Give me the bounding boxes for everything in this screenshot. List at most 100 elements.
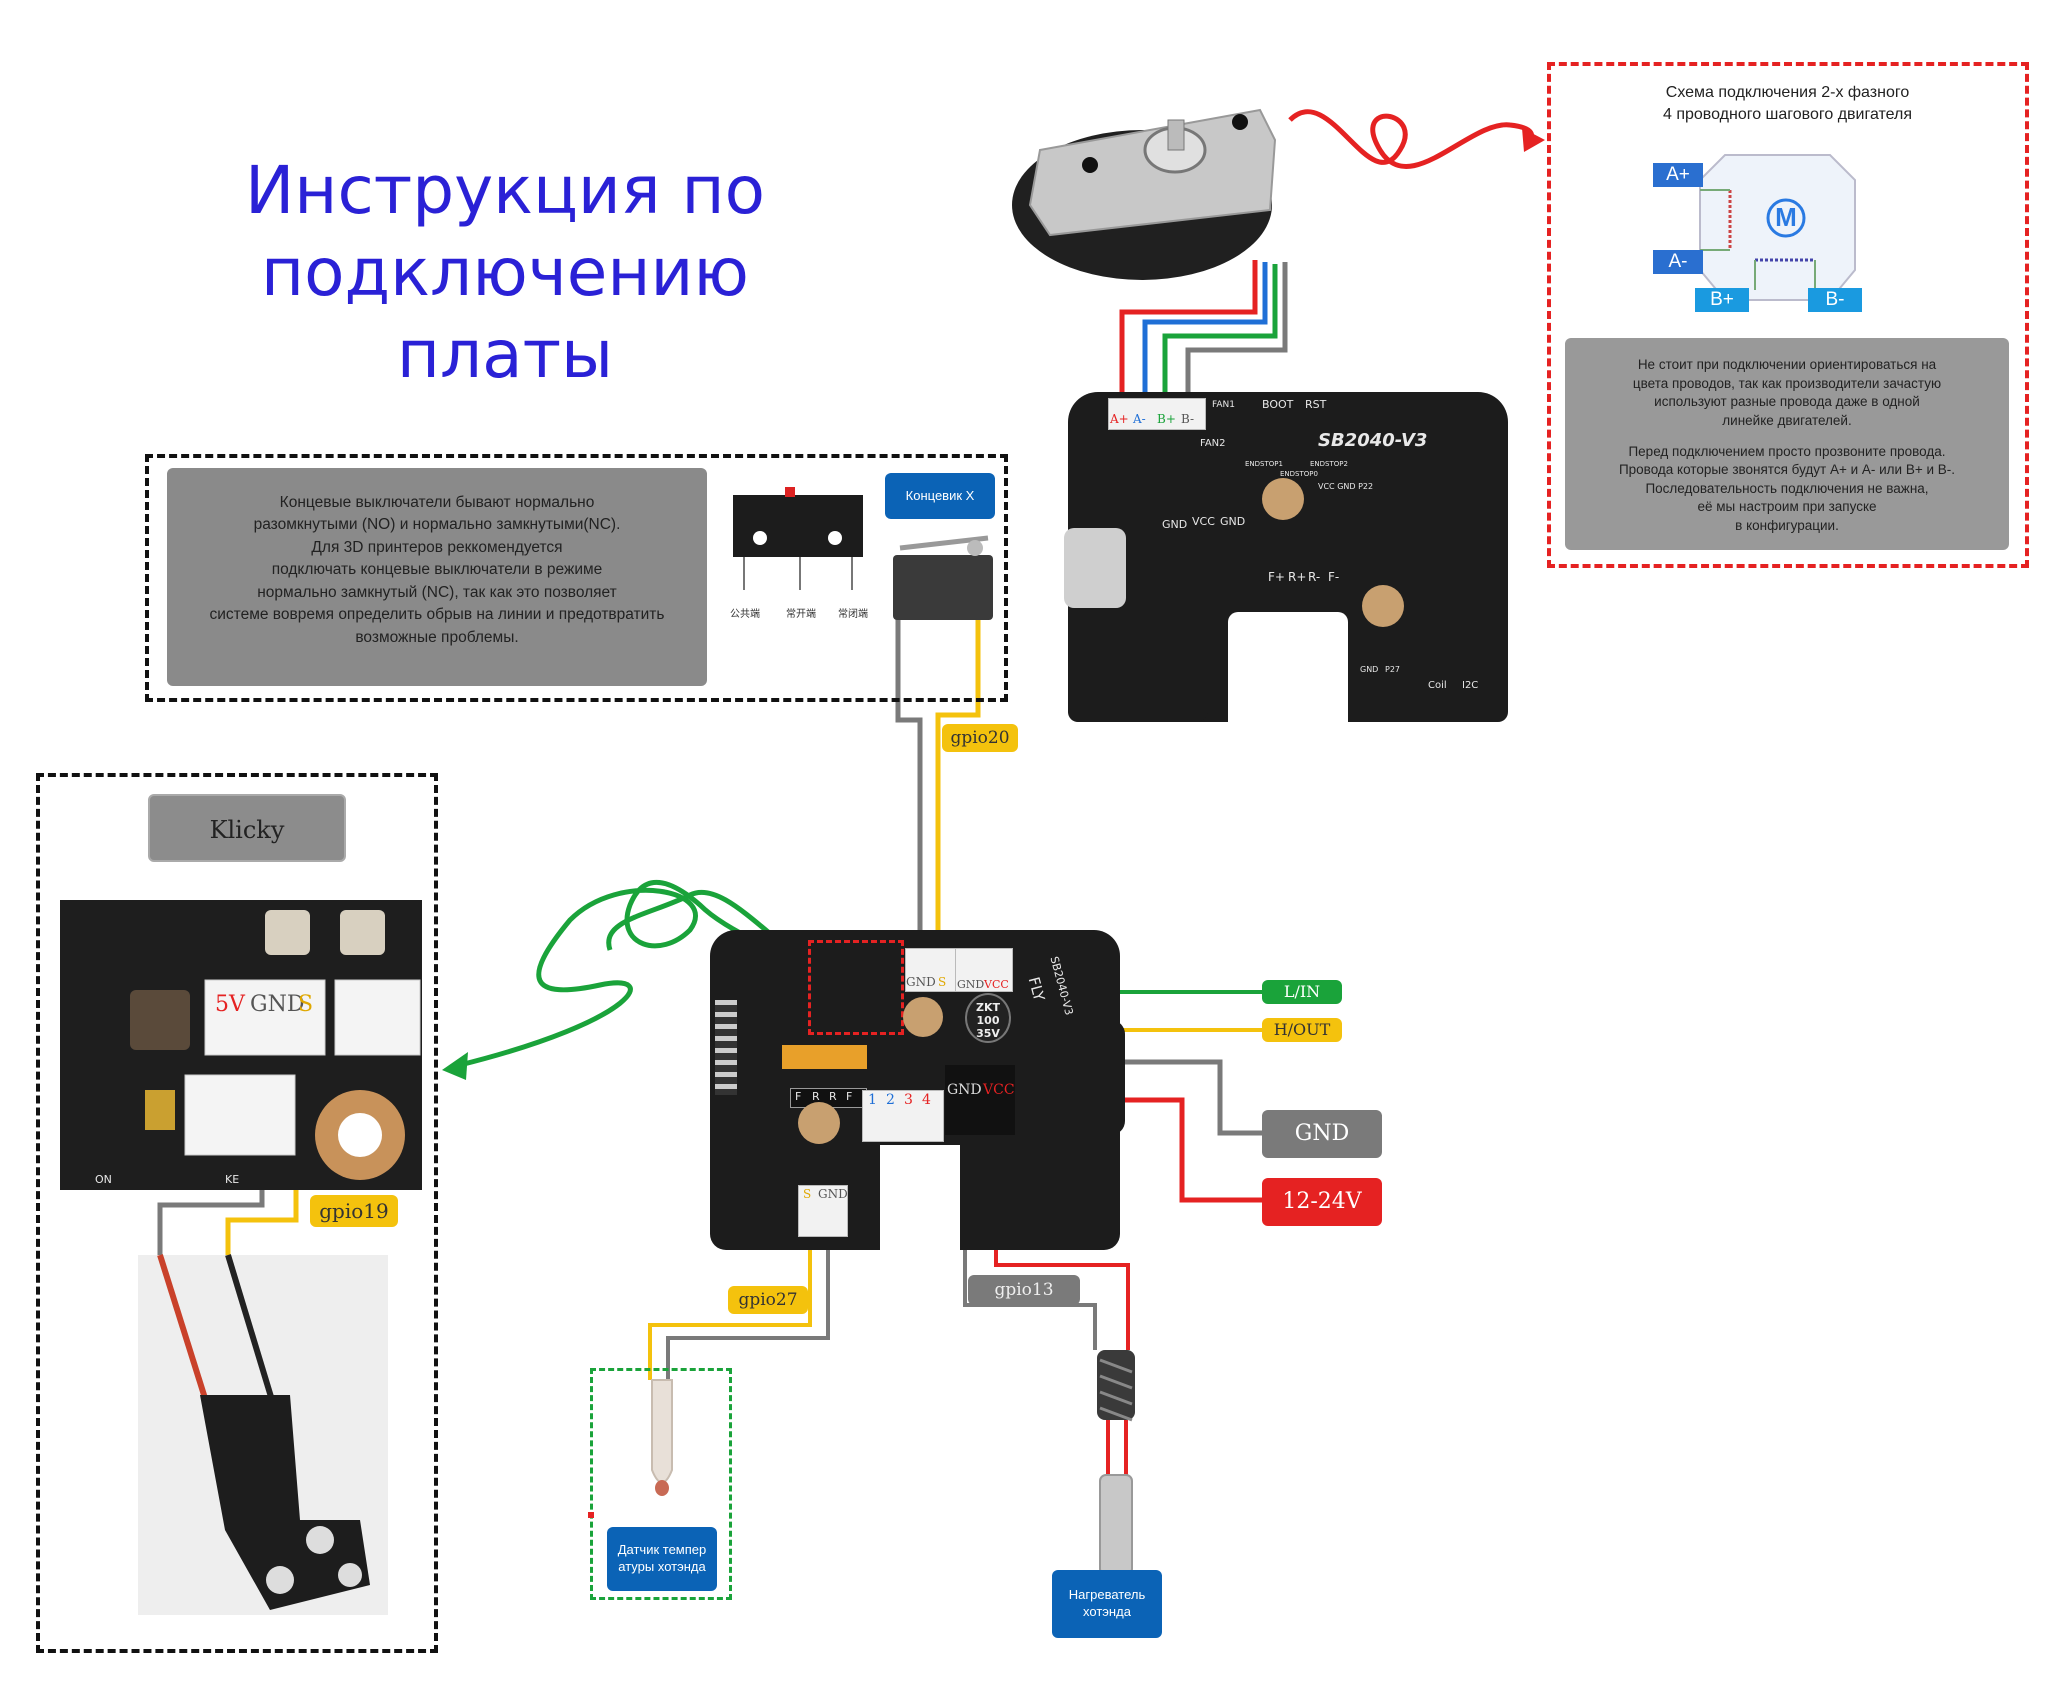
thermistor-label: Датчик темпер атуры хотэнда <box>607 1527 717 1591</box>
motor-wire-green <box>1162 264 1278 408</box>
stepper-schematic-panel <box>1547 62 2029 568</box>
main-fan-connector <box>955 948 1013 992</box>
main-motor-num-4: 4 <box>922 1092 931 1108</box>
main-board-hole-2 <box>903 997 943 1037</box>
cap-line: 35V <box>976 1027 1000 1040</box>
stepper-note-line: используют разные провода даже в одной <box>1654 394 1920 410</box>
top-board-name: SB2040-V3 <box>1318 430 1428 451</box>
endstop-note: Концевые выключатели бывают нормально ра… <box>167 468 707 686</box>
main-therm-pin-s: S <box>803 1187 812 1201</box>
top-silk-gnd-3: GND <box>1360 665 1379 674</box>
klicky-pin-s: S <box>298 992 314 1017</box>
main-fan-pin-vcc: VCC <box>984 978 1009 991</box>
top-silk-endstop2: ENDSTOP2 <box>1310 460 1348 468</box>
main-endstop-pin-s: S <box>938 975 947 989</box>
main-board-ear <box>1010 1020 1125 1135</box>
main-rgb-r-2: R <box>829 1090 837 1103</box>
thermistor-marker <box>588 1512 594 1518</box>
stepper-heading-line-2: 4 проводного шагового двигателя <box>1662 106 1913 124</box>
top-silk-boot: BOOT <box>1262 398 1294 411</box>
main-power-connector <box>945 1065 1015 1135</box>
main-motor-num-1: 1 <box>868 1092 877 1108</box>
gpio13-tag: gpio13 <box>968 1275 1080 1305</box>
top-motor-pin-b-minus: B- <box>1181 412 1195 426</box>
microswitch-photo-2 <box>893 555 993 620</box>
switch-terminal-no: 常开端 <box>786 609 816 620</box>
gpio19-tag: gpio19 <box>310 1195 398 1227</box>
klicky-silk-ke: KE <box>225 1173 240 1186</box>
page-title: Инструкция по подключению платы <box>0 150 1010 395</box>
stepper-note-line: цвета проводов, так как производители за… <box>1632 375 1942 391</box>
top-silk-gnd: GND <box>1162 518 1188 531</box>
main-board-header <box>715 1000 737 1095</box>
thermistor-panel <box>590 1368 732 1600</box>
endstop-note-line: разомкнутыми (NO) и нормально замкнутыми… <box>253 516 621 534</box>
main-power-pin-gnd: GND <box>947 1082 982 1098</box>
stepper-note-line: Перед подключением просто прозвоните про… <box>1628 443 1946 459</box>
main-power-pin-vcc: VCC <box>983 1082 1015 1098</box>
top-board-cutout <box>1228 612 1348 722</box>
top-silk-gnd-2: GND <box>1220 515 1246 528</box>
lin-tag: L/IN <box>1262 980 1342 1004</box>
motor-pointer-wire <box>1288 109 1535 169</box>
main-board-cutout <box>880 1145 960 1255</box>
klicky-arrowhead <box>442 1052 468 1080</box>
stepper-note-line: Последовательность подключения не важна, <box>1645 480 1929 496</box>
main-rgb-r: R <box>812 1090 820 1103</box>
top-silk-i2c: I2C <box>1462 680 1479 691</box>
gpio27-tag: gpio27 <box>728 1286 808 1314</box>
top-silk-fan1: FAN1 <box>1212 400 1235 410</box>
gnd-wire <box>1040 1059 1262 1136</box>
klicky-silk-on: ON <box>95 1173 112 1186</box>
klicky-pin-5v: 5V <box>215 992 245 1017</box>
endstop-wire-gray <box>895 615 923 975</box>
main-motor-num-3: 3 <box>904 1092 913 1108</box>
stepper-note-line: Не стоит при подключении ориентироваться… <box>1637 357 1937 372</box>
stepper-note-line: линейке двигателей. <box>1722 412 1852 428</box>
motor-wire-blue <box>1142 262 1268 408</box>
stepper-note: Не стоит при подключении ориентироваться… <box>1565 338 2009 550</box>
coil-a-plus: A+ <box>1653 163 1703 187</box>
main-motor-connector <box>862 1090 944 1142</box>
stepper-note-line: в конфигурации. <box>1735 518 1839 533</box>
top-silk-r-minus: R- <box>1308 570 1321 584</box>
usb-c-port <box>1064 528 1126 608</box>
title-line-1: Инструкция по подключению <box>244 152 766 311</box>
motor-pointer-arrowhead <box>1522 128 1545 152</box>
endstop-note-line: возможные проблемы. <box>355 628 519 646</box>
main-endstop-pin-gnd: GND <box>906 975 936 989</box>
top-silk-coil: Coil <box>1428 680 1447 691</box>
gnd-tag: GND <box>1262 1110 1382 1158</box>
hout-tag: H/OUT <box>1262 1018 1342 1042</box>
klicky-panel <box>36 773 438 1653</box>
stepper-heading: Схема подключения 2-х фазного 4 проводно… <box>1560 82 2015 127</box>
gpio20-tag: gpio20 <box>942 724 1018 752</box>
endstop-note-line: системе вовремя определить обрыв на лини… <box>209 606 665 624</box>
top-silk-rst: RST <box>1305 398 1327 411</box>
stepper-note-line: Провода которые звонятся будут A+ и A- и… <box>1618 462 1956 478</box>
coil-b-plus: B+ <box>1695 288 1749 312</box>
motor-wire-red <box>1119 260 1258 408</box>
top-silk-r-plus: R+ <box>1288 570 1307 584</box>
top-motor-pin-a-minus: A- <box>1133 412 1146 426</box>
stepper-note-line: её мы настроим при запуске <box>1697 499 1877 515</box>
switch-terminal-common: 公共端 <box>730 609 760 620</box>
main-rgb-f-2: F <box>846 1090 853 1103</box>
title-line-2: платы <box>396 315 614 393</box>
top-board-hole-2 <box>1362 585 1404 627</box>
motor-wire-gray <box>1185 262 1288 408</box>
endstop-wire-yellow <box>935 615 981 975</box>
stepper-heading-line-1: Схема подключения 2-х фазного <box>1665 84 1910 101</box>
top-board-motor-connector <box>1108 398 1206 430</box>
therm-wire-gray <box>666 1220 830 1380</box>
cap-line: 100 <box>976 1014 1000 1027</box>
top-silk-vcc-gnd-p22: VCC GND P22 <box>1318 482 1374 491</box>
main-motor-num-2: 2 <box>886 1092 895 1108</box>
coil-a-minus: A- <box>1653 250 1703 274</box>
endstop-note-line: подключать концевые выключатели в режиме <box>271 561 603 579</box>
top-silk-vcc: VCC <box>1192 515 1215 528</box>
main-endstop-connector <box>905 948 957 992</box>
main-fan-connector-highlight <box>808 940 904 1035</box>
endstop-x-label: Концевик X <box>885 473 995 519</box>
